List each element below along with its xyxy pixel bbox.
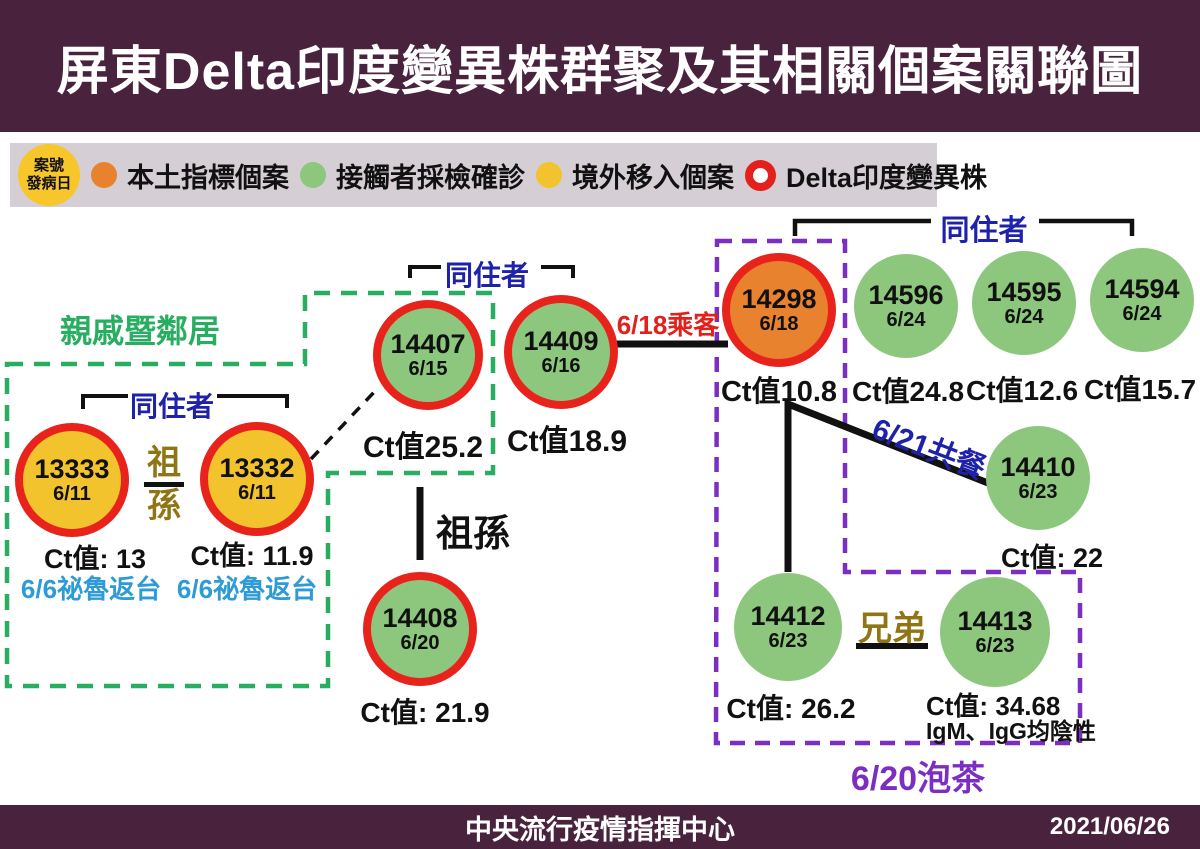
ct-value-14408: Ct值: 21.9 — [360, 697, 490, 728]
case-date: 6/23 — [1018, 480, 1058, 503]
case-node-14298: 14298 6/18 — [722, 253, 836, 367]
ct-value-13332: Ct值: 11.9 — [190, 541, 314, 571]
ct-value-14409: Ct值18.9 — [506, 425, 628, 458]
case-node-14412: 14412 6/23 — [734, 573, 842, 681]
legend-label: 本土指標個案 — [127, 162, 289, 193]
legend-label: Delta印度變異株 — [786, 162, 988, 193]
case-date: 6/15 — [408, 357, 448, 380]
case-number: 13332 — [219, 452, 295, 483]
legend-item-contact-confirmed: 接觸者採檢確診 — [300, 156, 525, 195]
page-title: 屏東Delta印度變異株群聚及其相關個案關聯圖 — [56, 42, 1144, 101]
case-node-14596: 14596 6/24 — [854, 254, 958, 358]
red-ring-icon — [745, 159, 776, 191]
relation-label-grandparent-grandchild-stacked: 祖 孫 — [144, 446, 184, 523]
case-node-13332: 13332 6/11 — [200, 422, 314, 536]
case-number: 14412 — [750, 600, 826, 631]
case-number: 14596 — [868, 279, 944, 310]
relation-label-cohabit-left: 同住者 — [129, 391, 215, 422]
ct-value-14407: Ct值25.2 — [362, 431, 484, 464]
relation-label-cohabit-right: 同住者 — [940, 215, 1028, 247]
case-date: 6/23 — [768, 629, 808, 652]
case-date: 6/24 — [886, 308, 926, 331]
relation-label-grandparent-grandchild: 祖孫 — [436, 513, 510, 554]
case-number: 14407 — [390, 328, 466, 359]
note-13332-peru-return: 6/6祕魯返台 — [176, 574, 318, 604]
case-date: 6/11 — [238, 481, 276, 504]
case-date: 6/18 — [759, 312, 799, 335]
case-date: 6/23 — [975, 634, 1015, 657]
case-node-14407: 14407 6/15 — [373, 300, 483, 410]
group-label-relatives-neighbors: 親戚暨鄰居 — [59, 313, 221, 349]
ct-value-14595: Ct值12.6 — [965, 375, 1079, 406]
yellow-dot-icon — [536, 162, 562, 188]
relation-label-cohabit-mid: 同住者 — [444, 260, 530, 291]
ct-value-14594: Ct值15.7 — [1083, 374, 1197, 405]
case-number: 14595 — [986, 276, 1062, 307]
case-node-14594: 14594 6/24 — [1090, 248, 1194, 352]
green-dot-icon — [300, 162, 326, 188]
case-date: 6/16 — [541, 354, 581, 377]
case-node-14413: 14413 6/23 — [940, 577, 1050, 687]
case-onset-badge-icon: 案號 發病日 — [18, 144, 80, 206]
title-bar: 屏東Delta印度變異株群聚及其相關個案關聯圖 — [0, 0, 1200, 132]
badge-line1: 案號 — [33, 157, 64, 174]
case-number: 14298 — [741, 283, 817, 314]
legend-item-local-index: 本土指標個案 — [91, 156, 289, 195]
case-date: 6/11 — [53, 482, 91, 505]
footer-bar: 中央流行疫情指揮中心 2021/06/26 — [0, 805, 1200, 849]
case-date: 6/24 — [1122, 302, 1162, 325]
case-number: 14408 — [382, 602, 458, 633]
badge-line2: 發病日 — [26, 175, 72, 192]
relation-label-brothers: 兄弟 — [858, 610, 926, 648]
case-number: 14409 — [523, 325, 599, 356]
ct-value-14410: Ct值: 22 — [1000, 543, 1104, 573]
ct-value-14596: Ct值24.8 — [851, 376, 965, 407]
case-node-14595: 14595 6/24 — [972, 251, 1076, 355]
legend-label: 境外移入個案 — [572, 162, 734, 193]
case-node-14409: 14409 6/16 — [504, 295, 618, 409]
case-date: 6/20 — [400, 631, 440, 654]
ct-value-14298: Ct值10.8 — [720, 376, 838, 408]
relation-label-passenger: 6/18乘客 — [616, 310, 720, 340]
orange-dot-icon — [91, 162, 117, 188]
legend-item-delta-variant: Delta印度變異株 — [745, 156, 987, 195]
note-14413-igm-igg: IgM、IgG均陰性 — [926, 718, 1096, 744]
footer-organization: 中央流行疫情指揮中心 — [465, 814, 735, 845]
grand-bottom: 孫 — [147, 487, 181, 525]
footer-date: 2021/06/26 — [1049, 813, 1170, 840]
legend-item-imported: 境外移入個案 — [536, 156, 734, 195]
case-number: 14410 — [1000, 451, 1076, 482]
case-date: 6/24 — [1004, 305, 1044, 328]
relation-label-shared-meal: 6/21共餐 — [867, 412, 990, 486]
grand-top: 祖 — [144, 446, 184, 487]
case-number: 14413 — [957, 605, 1033, 636]
legend-label: 接觸者採檢確診 — [336, 162, 525, 193]
group-label-tea-gathering: 6/20泡茶 — [850, 760, 986, 798]
ct-value-14412: Ct值: 26.2 — [726, 693, 856, 724]
legend-bar: 案號 發病日 本土指標個案 接觸者採檢確診 境外移入個案 Delta印度變異株 — [10, 143, 987, 207]
case-node-14408: 14408 6/20 — [363, 572, 477, 686]
case-number: 13333 — [34, 453, 110, 484]
case-node-13333: 13333 6/11 — [15, 423, 129, 537]
case-node-14410: 14410 6/23 — [986, 426, 1090, 530]
case-number: 14594 — [1104, 273, 1180, 304]
note-13333-peru-return: 6/6祕魯返台 — [20, 574, 162, 604]
